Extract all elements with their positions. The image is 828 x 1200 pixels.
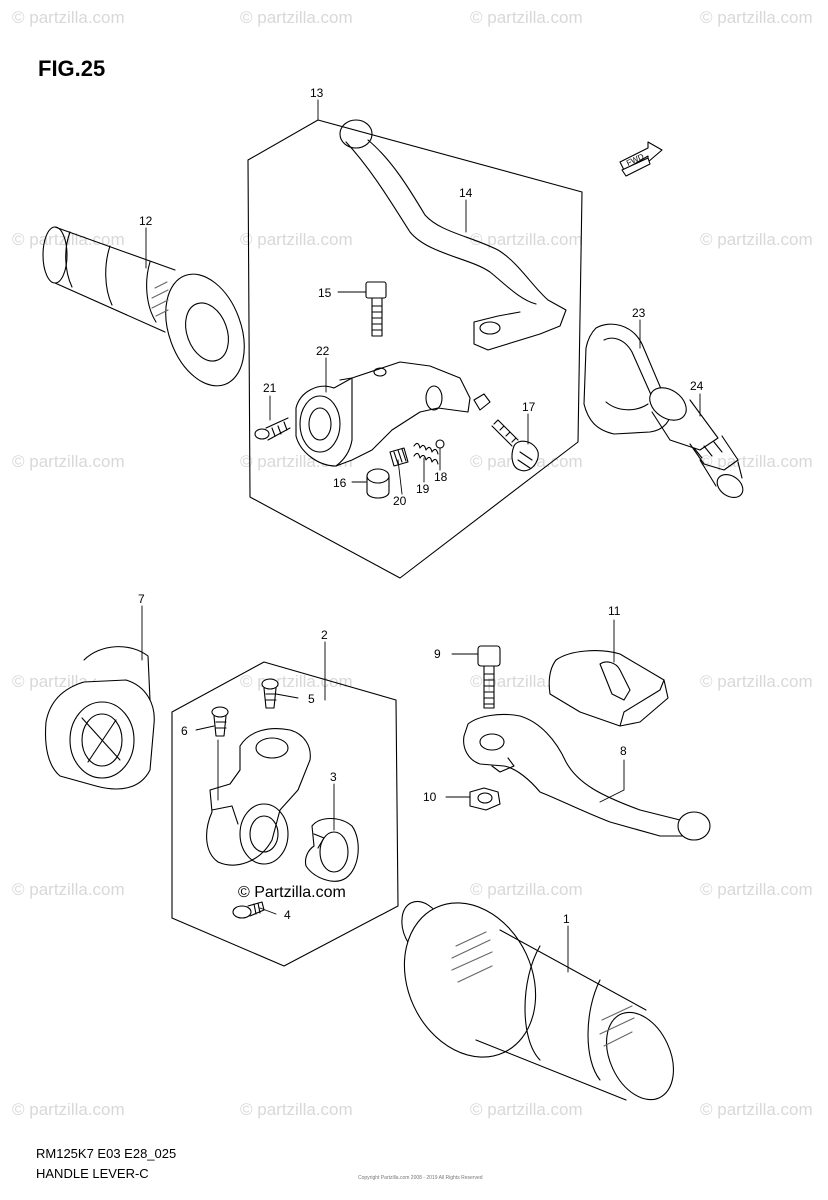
footer-code: RM125K7 E03 E28_025 (36, 1146, 177, 1161)
partzilla-credit: © Partzilla.com (238, 884, 346, 901)
callout-19: 19 (416, 482, 430, 496)
spring-19-part (413, 442, 439, 465)
cover-11-part (548, 650, 669, 727)
callout-6: 6 (181, 724, 188, 738)
screw-6-part (211, 706, 229, 737)
right-grip-part (401, 900, 674, 1101)
callout-15: 15 (318, 286, 332, 300)
watermark: © partzilla.com (12, 452, 125, 471)
lever-holder-part (295, 361, 491, 467)
watermark: © partzilla.com (12, 1100, 125, 1119)
callout-14: 14 (459, 186, 473, 200)
callout-7: 7 (138, 592, 145, 606)
screw-4-part (232, 901, 265, 919)
watermark: © partzilla.com (470, 230, 583, 249)
watermark: © partzilla.com (470, 880, 583, 899)
watermark: © partzilla.com (700, 452, 813, 471)
callout-17: 17 (522, 400, 536, 414)
callout-18: 18 (434, 470, 448, 484)
clutch-assembly-boundary (247, 119, 583, 579)
callout-4: 4 (284, 908, 291, 922)
callout-22: 22 (316, 344, 330, 358)
switch-assembly-boundary (171, 661, 399, 967)
left-grip-part (42, 226, 245, 387)
screw-5-part (261, 678, 279, 709)
watermark: © partzilla.com (12, 230, 125, 249)
clamp-bolt-21-part (254, 417, 291, 441)
callout-2: 2 (321, 628, 328, 642)
callout-8: 8 (620, 744, 627, 758)
fwd-arrow-icon (619, 141, 663, 177)
watermark: © partzilla.com (700, 8, 813, 27)
clamp-3-part (304, 817, 359, 882)
callout-20: 20 (393, 494, 407, 508)
callout-16: 16 (333, 476, 347, 490)
callout-11: 11 (608, 604, 621, 618)
figure-label: FIG.25 (38, 56, 106, 81)
brake-lever-part (463, 713, 711, 841)
callout-13: 13 (310, 86, 324, 100)
switch-body-part (206, 728, 311, 866)
watermark: © partzilla.com (470, 8, 583, 27)
watermark: © partzilla.com (470, 1100, 583, 1119)
callout-23: 23 (632, 306, 646, 320)
callout-10: 10 (423, 790, 437, 804)
watermark: © partzilla.com (12, 880, 125, 899)
watermark: © partzilla.com (700, 672, 813, 691)
cable-adjuster-17-part (491, 419, 539, 472)
watermark: © partzilla.com (700, 1100, 813, 1119)
clutch-lever-part (339, 119, 567, 351)
footer-title: HANDLE LEVER-C (36, 1166, 149, 1181)
bushing-16-part (366, 468, 390, 499)
watermark: © partzilla.com (240, 230, 353, 249)
copyright-small: Copyright Partzilla.com 2008 - 2019 All … (358, 1175, 483, 1181)
watermark: © partzilla.com (240, 1100, 353, 1119)
watermark: © partzilla.com (700, 880, 813, 899)
watermark: © partzilla.com (240, 8, 353, 27)
adjuster-20-part (389, 447, 409, 467)
callout-5: 5 (308, 692, 315, 706)
callout-3: 3 (330, 770, 337, 784)
nut-10-part (469, 787, 501, 811)
lever-boot-part (583, 323, 671, 435)
pivot-bolt-part (365, 281, 387, 337)
bolt-9-part (477, 645, 501, 709)
callout-12: 12 (139, 214, 153, 228)
watermark: © partzilla.com (700, 230, 813, 249)
callout-9: 9 (434, 647, 441, 661)
switch-housing-7-part (44, 646, 155, 790)
callout-21: 21 (263, 381, 277, 395)
callout-1: 1 (563, 912, 570, 926)
cable-adjuster-24-part (649, 387, 744, 499)
callout-24: 24 (690, 379, 704, 393)
watermark: © partzilla.com (12, 8, 125, 27)
leader-lines (141, 99, 701, 973)
ball-18-part (435, 439, 445, 449)
